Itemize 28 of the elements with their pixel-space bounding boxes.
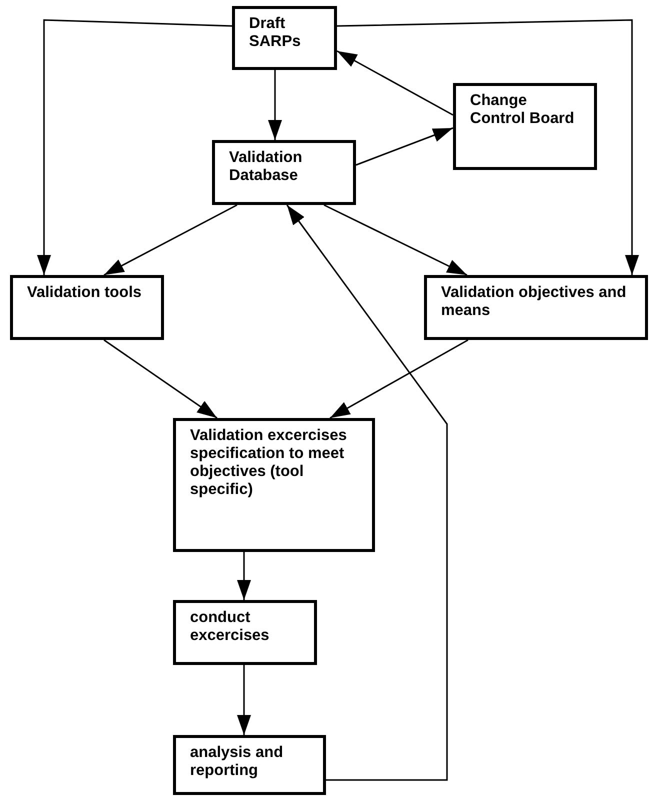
box-label: Change Control Board	[470, 92, 576, 128]
box-label: Draft SARPs	[249, 15, 302, 51]
process-box	[212, 140, 356, 205]
process-box	[173, 600, 317, 665]
arrow	[324, 204, 468, 276]
arrow	[37, 19, 232, 275]
box-label: Validation Database	[229, 149, 304, 185]
box-label: Validation excercises specification to meet objectives (tool specific)	[190, 427, 348, 499]
arrow	[286, 204, 448, 781]
process-box	[453, 83, 597, 170]
arrow	[104, 204, 238, 276]
process-box	[173, 418, 375, 552]
arrow	[330, 339, 468, 419]
arrow	[336, 19, 639, 275]
arrow	[104, 339, 218, 419]
box-label: analysis and reporting	[190, 744, 284, 780]
process-box	[10, 275, 164, 340]
box-label: Validation objectives and means	[441, 284, 628, 320]
process-box	[424, 275, 648, 340]
box-label: Validation tools	[27, 284, 143, 302]
arrow	[237, 552, 251, 600]
arrow	[268, 70, 282, 140]
arrow	[356, 127, 454, 166]
arrow	[237, 665, 251, 735]
process-box	[232, 6, 337, 70]
arrow	[336, 50, 454, 116]
box-label: conduct excercises	[190, 609, 270, 645]
process-box	[173, 735, 326, 795]
